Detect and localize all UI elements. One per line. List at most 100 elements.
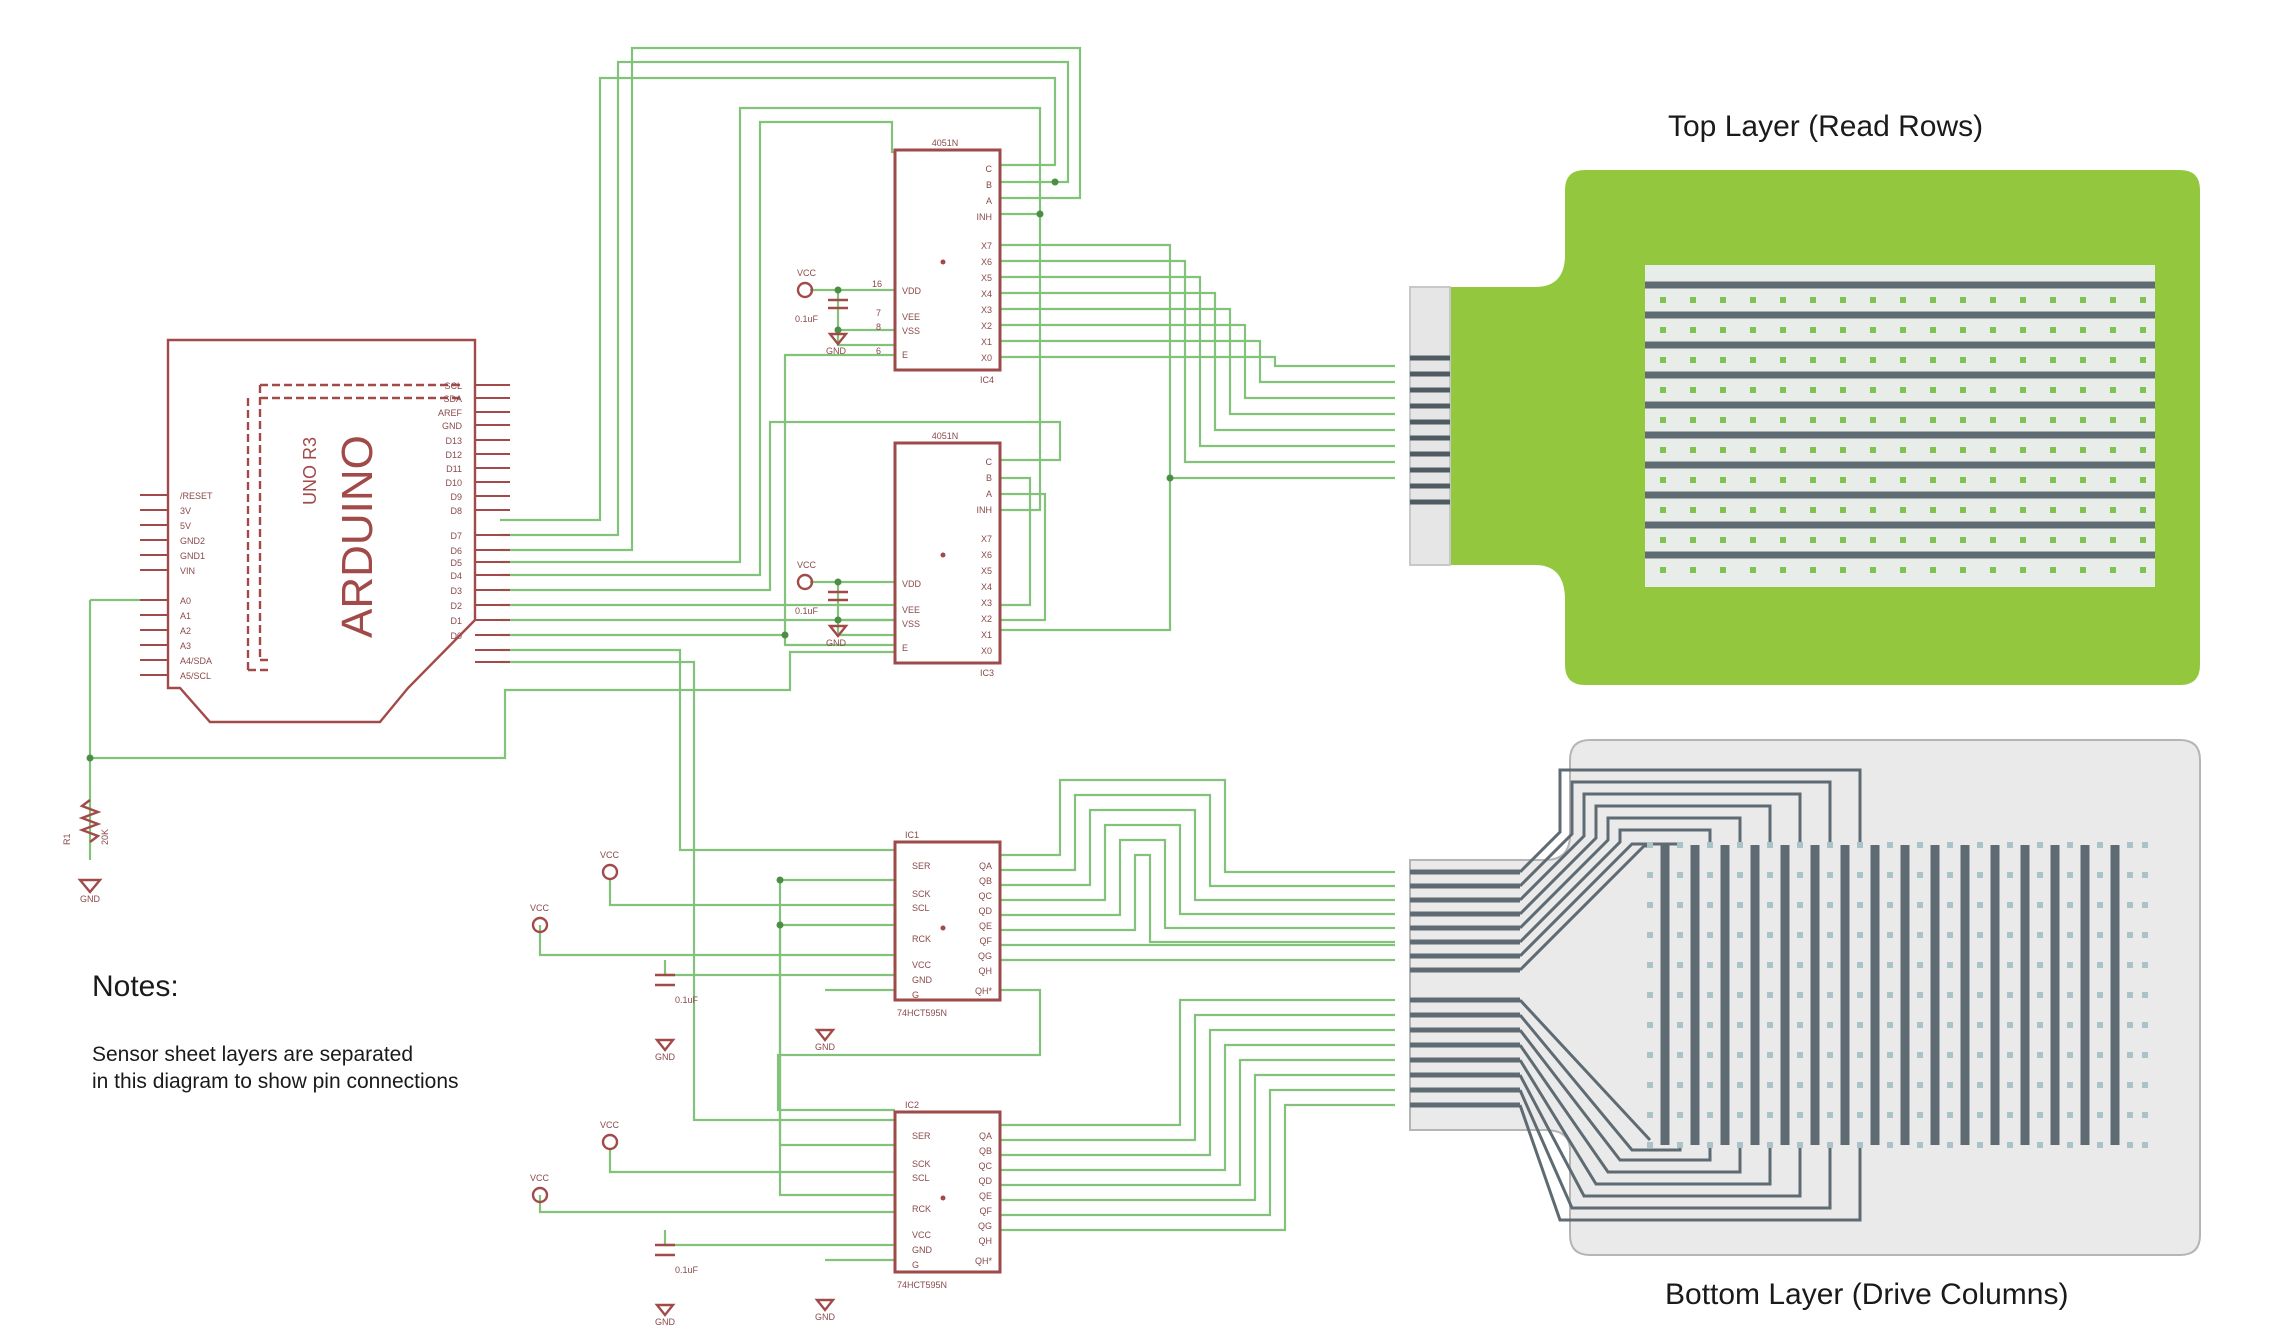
wiring <box>88 46 1395 1262</box>
pin-label: A1 <box>180 611 191 621</box>
pin-label: B <box>986 473 992 483</box>
chip-ref: IC3 <box>980 668 994 678</box>
pin-label: D2 <box>450 601 462 611</box>
vcc-symbol <box>601 1133 619 1151</box>
resistor-r1: R1 20K GND <box>62 799 110 904</box>
pin-label: X3 <box>981 598 992 608</box>
shift-register-ic2: IC2 74HCT595N SER SCK SCL RCK VCC GND G … <box>893 1100 1002 1290</box>
pin-label: X5 <box>981 273 992 283</box>
notes-body: Sensor sheet layers are separated in thi… <box>92 1041 459 1095</box>
pin-label: E <box>902 350 908 360</box>
bottom-column-electrodes <box>1660 845 2120 1145</box>
resistor-ref: R1 <box>62 833 72 845</box>
pin-label: A3 <box>180 641 191 651</box>
vcc-symbol <box>531 1186 549 1204</box>
arduino-model: UNO R3 <box>300 437 320 505</box>
pin-label: GND2 <box>180 536 205 546</box>
pin-label: D1 <box>450 616 462 626</box>
gnd-label: GND <box>655 1052 676 1062</box>
pin-label: GND <box>442 421 463 431</box>
pin-label: X3 <box>981 305 992 315</box>
cap-label: 0.1uF <box>675 1265 699 1275</box>
pin-label: VEE <box>902 605 920 615</box>
pin-label: /RESET <box>180 491 213 501</box>
chip-part: 74HCT595N <box>897 1280 947 1290</box>
bottom-routing-traces <box>1518 768 1862 1222</box>
pin-label: D4 <box>450 571 462 581</box>
pin-label: AREF <box>438 408 463 418</box>
notes-line: in this diagram to show pin connections <box>92 1070 459 1093</box>
pin-label: VCC <box>912 1230 932 1240</box>
pin-label: A <box>986 489 992 499</box>
bottom-layer-sensor <box>1409 739 2201 1256</box>
pin-label: X4 <box>981 582 992 592</box>
chip-ref: IC1 <box>905 830 919 840</box>
cap-label: 0.1uF <box>795 314 819 324</box>
pin-label: E <box>902 643 908 653</box>
pin-label: RCK <box>912 1204 931 1214</box>
vcc-label: VCC <box>797 268 817 278</box>
pin-number: 7 <box>876 308 881 318</box>
pin-label: QA <box>979 1131 992 1141</box>
pin-label: QH* <box>975 1256 993 1266</box>
pin-number: 6 <box>876 346 881 356</box>
pin-label: QC <box>979 1161 993 1171</box>
pin-label: X5 <box>981 566 992 576</box>
shift-register-power: VCC VCC 0.1uF GND GND VCC VCC 0.1uF GND … <box>530 850 836 1327</box>
pin-label: QF <box>980 1206 993 1216</box>
cap-label: 0.1uF <box>795 606 819 616</box>
pin-label: D13 <box>445 436 462 446</box>
vcc-symbol <box>531 916 549 934</box>
vcc-symbol <box>796 281 814 299</box>
pin-label: GND1 <box>180 551 205 561</box>
arduino-left-pins <box>140 494 168 676</box>
pin-label: X1 <box>981 630 992 640</box>
bottom-layer-heading: Bottom Layer (Drive Columns) <box>1665 1278 2069 1311</box>
junction-dots <box>86 178 1174 929</box>
pin-label: A0 <box>180 596 191 606</box>
shift-register-ic1: IC1 74HCT595N SER SCK SCL RCK VCC GND G … <box>893 830 1002 1018</box>
chip-ref: IC2 <box>905 1100 919 1110</box>
pin-label: QH <box>979 1236 993 1246</box>
arduino-board: /RESET 3V 5V GND2 GND1 VIN A0 A1 A2 A3 A… <box>140 338 510 724</box>
pin-label: D8 <box>450 506 462 516</box>
arduino-left-labels: /RESET 3V 5V GND2 GND1 VIN A0 A1 A2 A3 A… <box>180 491 213 681</box>
pin-label: B <box>986 180 992 190</box>
pin-label: X1 <box>981 337 992 347</box>
pin-number: 16 <box>872 279 882 289</box>
pin-label: SDA <box>443 394 462 404</box>
bottom-connector-leads <box>1410 869 1520 1108</box>
pin-label: X6 <box>981 550 992 560</box>
pin-label: VSS <box>902 326 920 336</box>
notes-title: Notes: <box>92 970 179 1003</box>
pin-label: SCL <box>912 903 930 913</box>
gnd-label: GND <box>826 638 847 648</box>
pin-label: QB <box>979 876 992 886</box>
pin-label: QA <box>979 861 992 871</box>
vcc-label: VCC <box>600 850 620 860</box>
pin-label: D3 <box>450 586 462 596</box>
mux-power: VCC 0.1uF GND VCC 0.1uF GND <box>795 268 849 648</box>
chip-part: 4051N <box>932 431 959 441</box>
pin-label: QG <box>978 1221 992 1231</box>
chip-part: 74HCT595N <box>897 1008 947 1018</box>
pin-label: D9 <box>450 492 462 502</box>
pin-label: X7 <box>981 534 992 544</box>
pin-label: D6 <box>450 546 462 556</box>
vcc-symbol <box>601 863 619 881</box>
pin-label: X0 <box>981 646 992 656</box>
pin-label: QE <box>979 1191 992 1201</box>
pin-label: D10 <box>445 478 462 488</box>
arduino-brand: ARDUINO <box>333 435 382 638</box>
top-layer-sensor <box>1409 170 2200 685</box>
resistor-value: 20K <box>100 829 110 845</box>
vcc-symbol <box>796 573 814 591</box>
pin-label: QG <box>978 951 992 961</box>
gnd-label: GND <box>80 894 101 904</box>
pin-label: X0 <box>981 353 992 363</box>
pin-label: VSS <box>902 619 920 629</box>
pin-label: SCL <box>444 381 462 391</box>
vcc-label: VCC <box>530 903 550 913</box>
pin-label: A5/SCL <box>180 671 211 681</box>
pin-label: D0 <box>450 631 462 641</box>
